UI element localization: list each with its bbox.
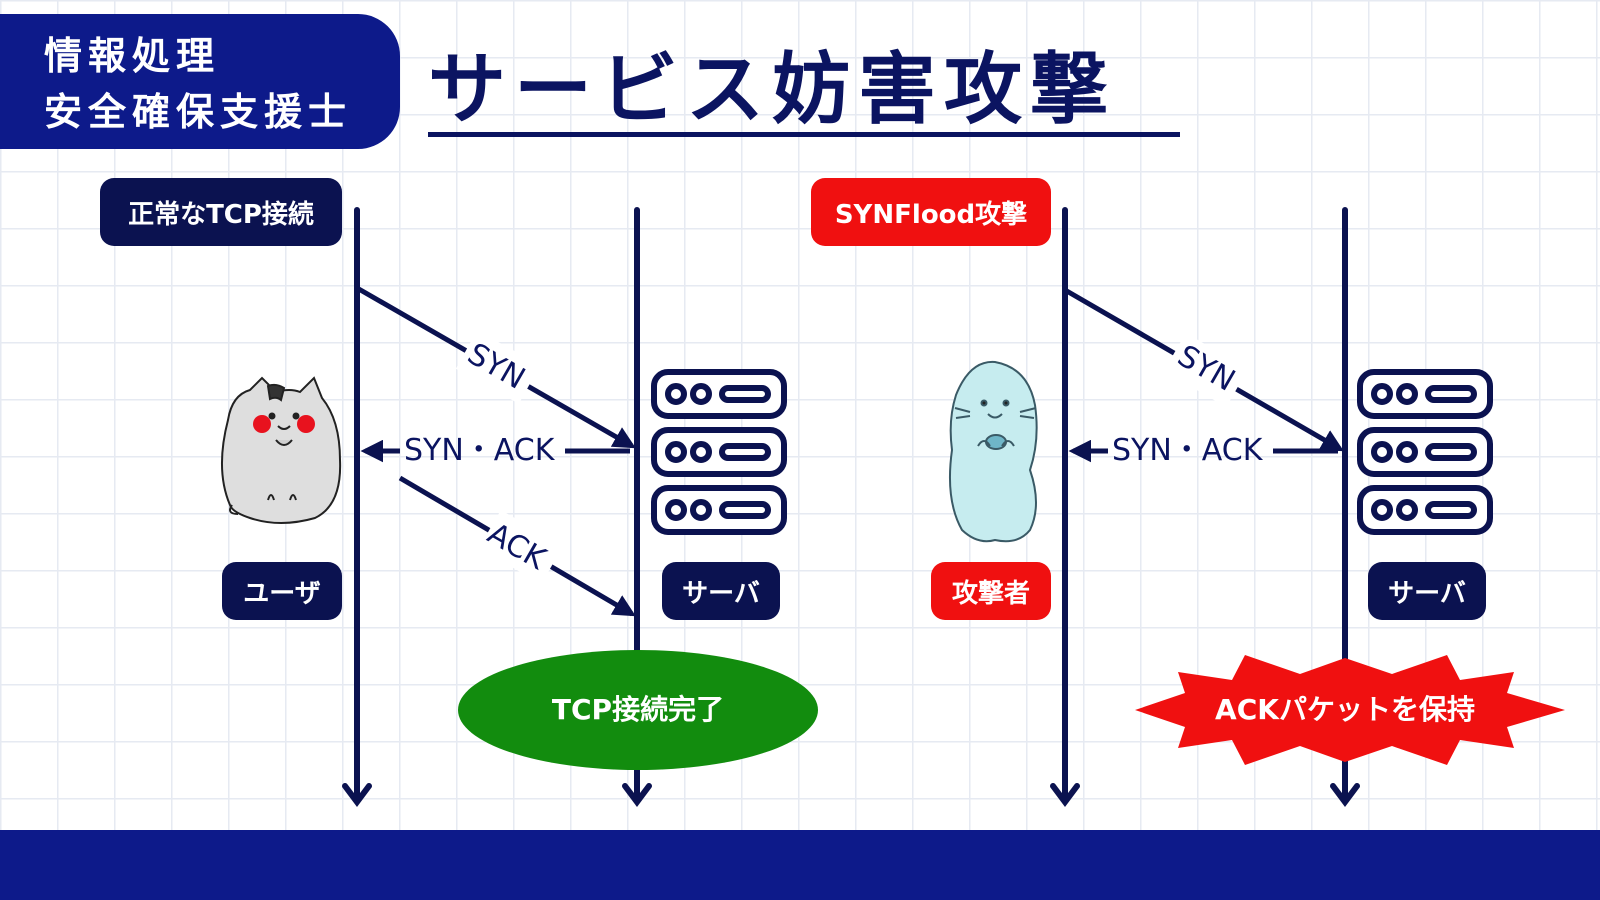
lifeline-user <box>342 207 372 807</box>
seal-character-icon <box>948 360 1038 543</box>
server-label-attack: サーバ <box>1368 562 1486 620</box>
ack-hold-burst <box>1135 655 1565 765</box>
footer-bar <box>0 830 1600 900</box>
category-line-1: 情報処理 <box>44 34 221 78</box>
attack-flow-tag: SYNFlood攻撃 <box>811 178 1051 246</box>
title-underline <box>428 132 1180 137</box>
server-rack-icon <box>1357 369 1493 535</box>
synack-label-normal: SYN・ACK <box>404 433 555 468</box>
category-badge: 情報処理 安全確保支援士 <box>0 14 400 149</box>
connection-complete-bubble <box>458 650 818 770</box>
lifeline-attacker <box>1050 207 1080 807</box>
cat-character-icon <box>221 376 342 524</box>
category-line-2: 安全確保支援士 <box>44 90 353 134</box>
normal-flow-tag: 正常なTCP接続 <box>100 178 342 246</box>
ack-hold-label: ACKパケットを保持 <box>1215 693 1475 726</box>
user-label: ユーザ <box>222 562 342 620</box>
connection-complete-label: TCP接続完了 <box>551 693 725 726</box>
attacker-label: 攻撃者 <box>931 562 1051 620</box>
server-label-normal: サーバ <box>662 562 780 620</box>
synack-label-attack: SYN・ACK <box>1112 433 1263 468</box>
server-rack-icon <box>651 369 787 535</box>
page-title: サービス妨害攻撃 <box>428 45 1117 135</box>
